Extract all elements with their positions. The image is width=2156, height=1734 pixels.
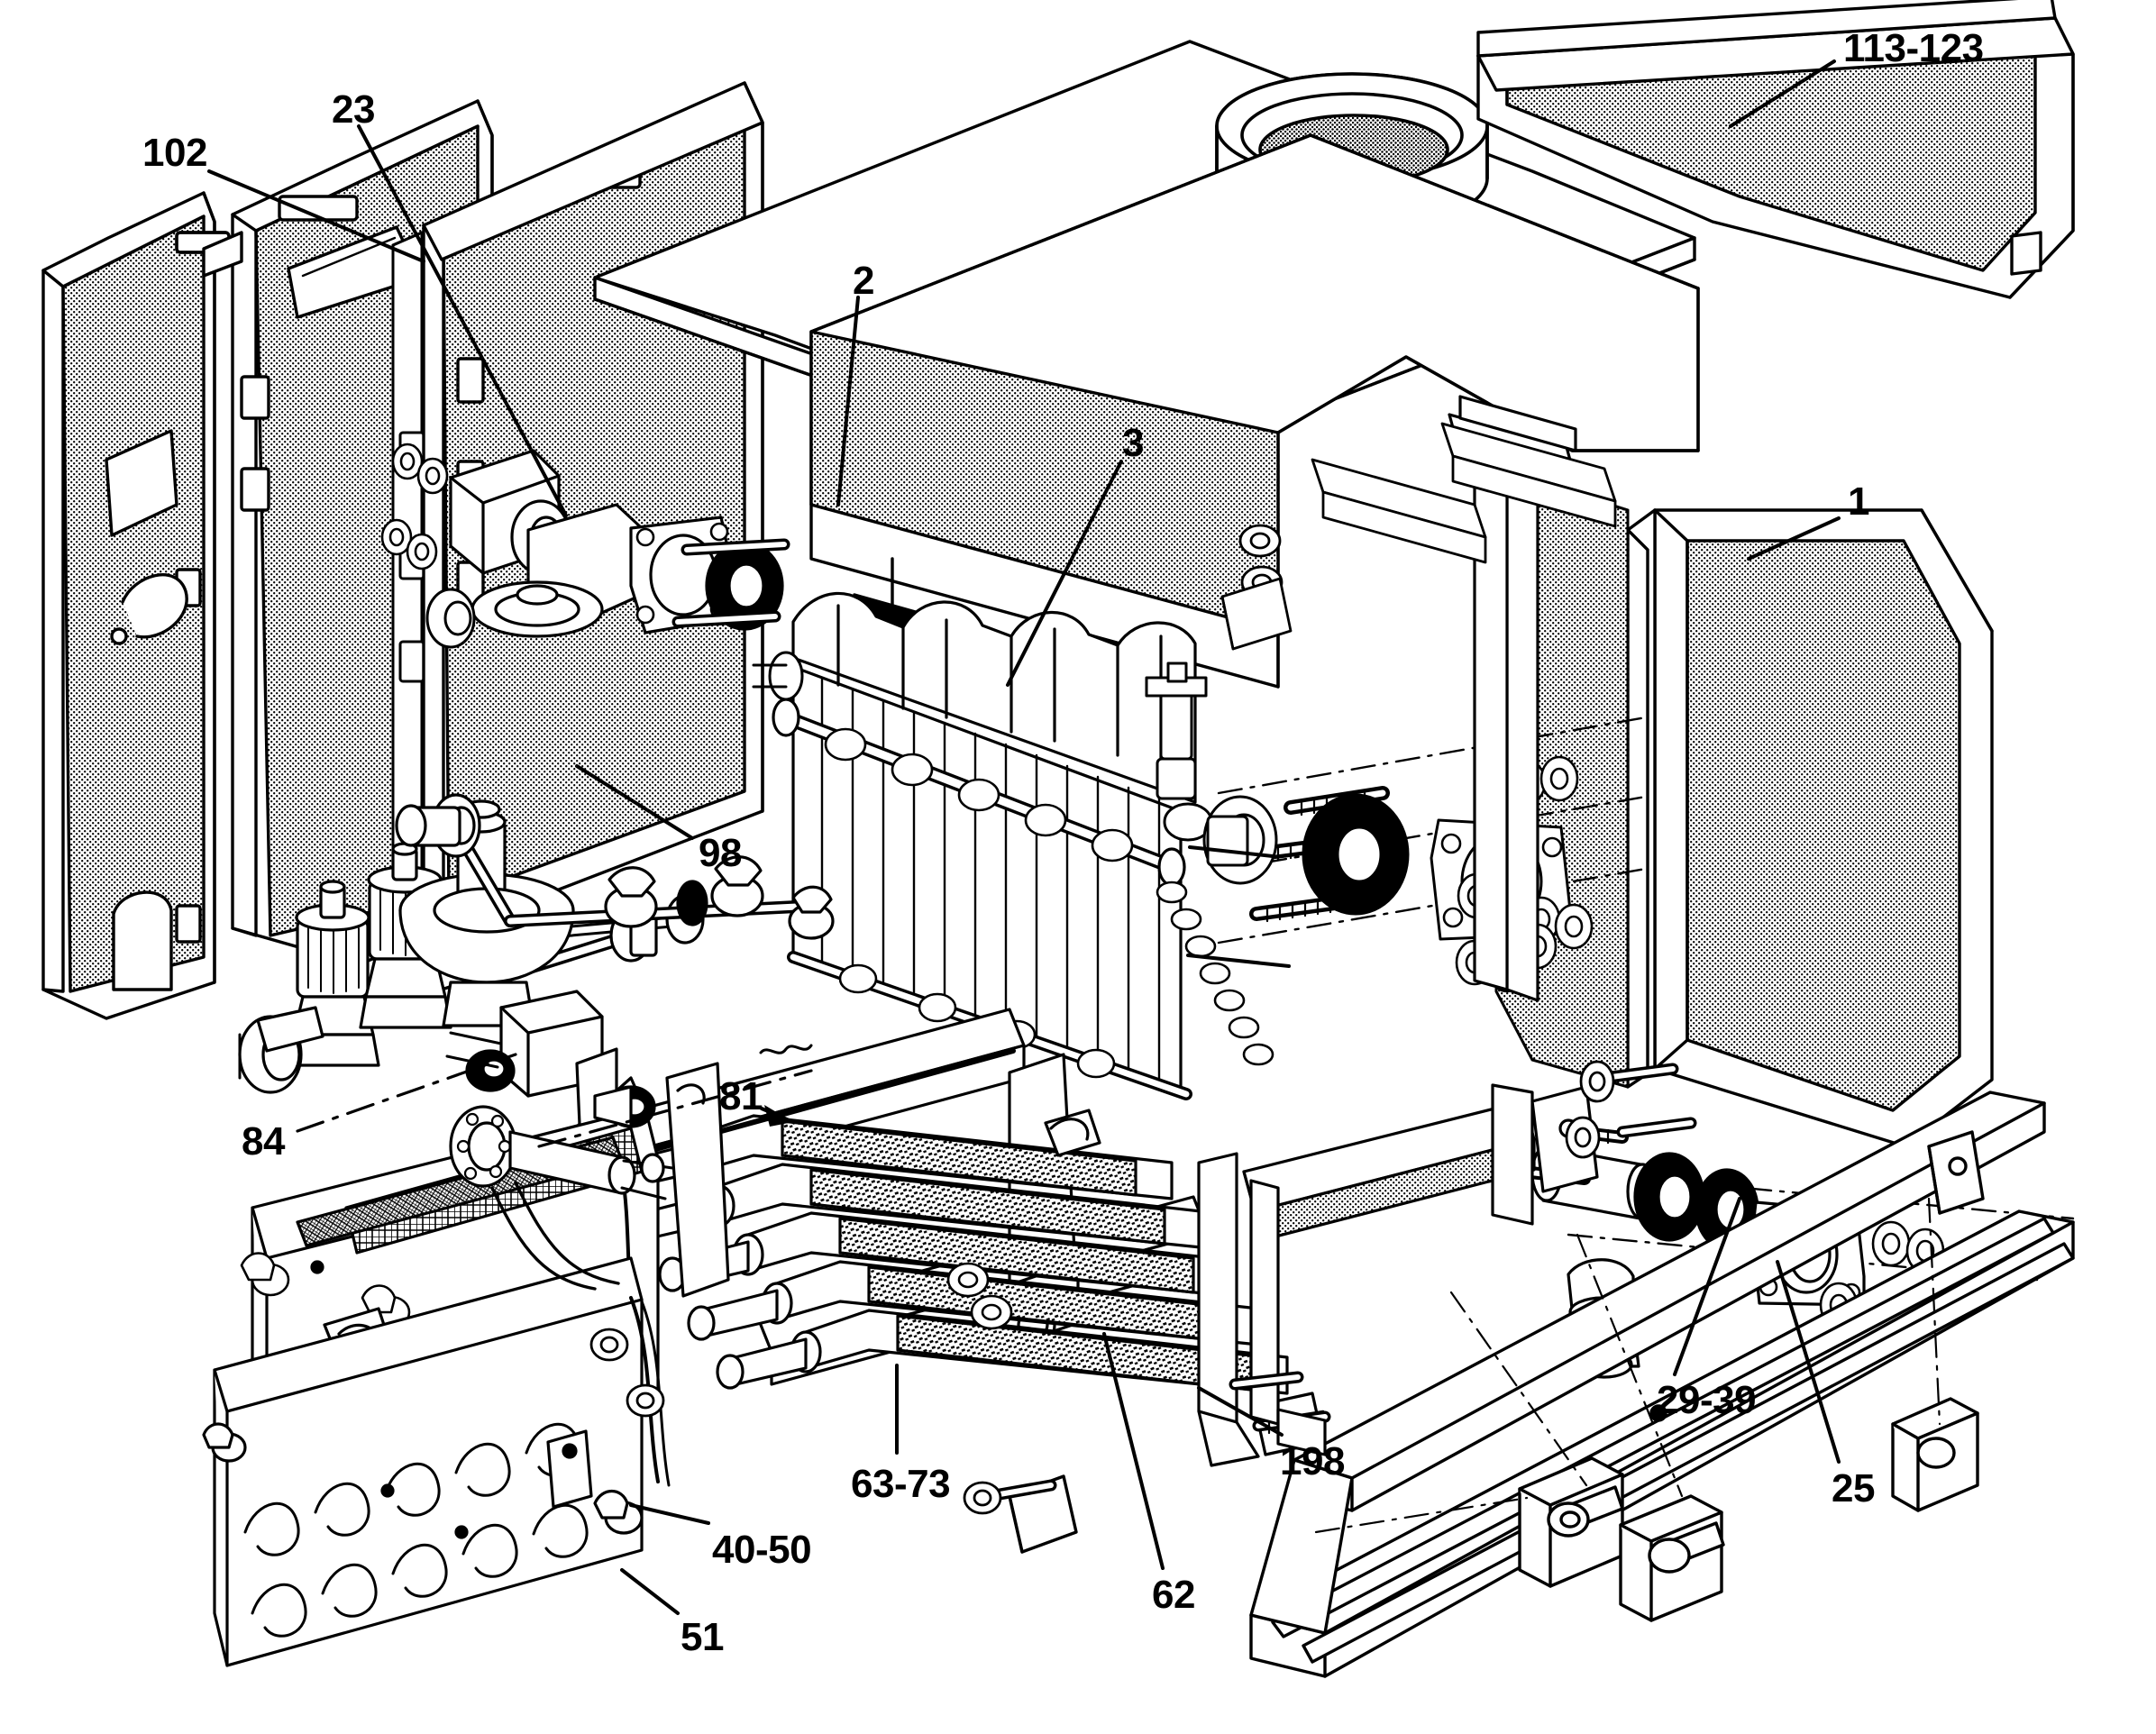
misc-hardware xyxy=(589,422,1697,1515)
pilot-assembly xyxy=(449,1062,730,1298)
upper-valve-assembly xyxy=(380,443,790,649)
callout-113-123: 113-123 xyxy=(1843,26,1984,70)
callout-63-73: 63-73 xyxy=(851,1462,951,1506)
flue-collector-hood xyxy=(809,133,1700,689)
callout-81: 81 xyxy=(719,1074,763,1118)
callout-40-50: 40-50 xyxy=(712,1528,812,1572)
leader-lines xyxy=(207,59,1841,1615)
rear-upper-jacket-panel xyxy=(1476,0,2075,299)
callout-2: 2 xyxy=(853,259,874,303)
gas-valve-train xyxy=(238,799,705,1098)
lower-water-piping xyxy=(395,793,835,940)
base-frame-rails xyxy=(1008,1091,2075,1678)
callout-23: 23 xyxy=(332,87,375,132)
callout-62: 62 xyxy=(1152,1573,1195,1617)
burner-retention-plate xyxy=(202,1107,671,1667)
callout-98: 98 xyxy=(699,831,742,875)
burner-tube xyxy=(600,1114,1289,1395)
callout-84: 84 xyxy=(242,1119,285,1164)
left-outer-door xyxy=(41,191,231,1020)
callout-25: 25 xyxy=(1832,1466,1875,1510)
callout-29-39: 29-39 xyxy=(1657,1378,1757,1422)
callout-1: 1 xyxy=(1848,479,1869,524)
callout-198: 198 xyxy=(1280,1439,1345,1483)
internal-angle-support xyxy=(1229,1179,1327,1456)
callout-51: 51 xyxy=(681,1615,724,1659)
callout-3: 3 xyxy=(1122,421,1144,465)
right-jacket-panel xyxy=(1626,508,1994,1148)
callout-102: 102 xyxy=(142,131,207,175)
